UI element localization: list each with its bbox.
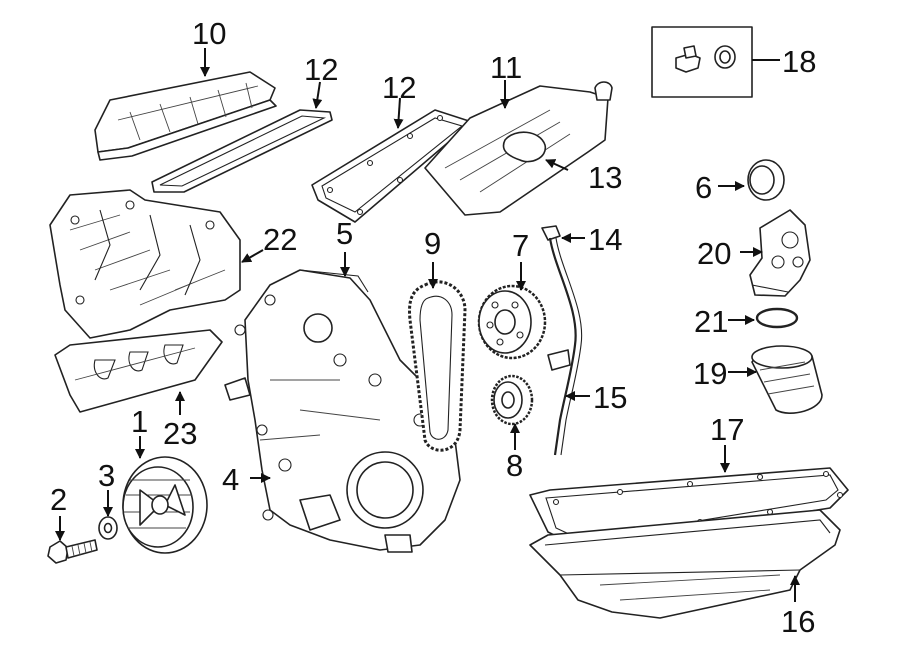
callout-14: 14	[588, 222, 622, 257]
callout-17: 17	[710, 412, 744, 447]
drain-plug-kit-part	[651, 26, 753, 98]
timing-cover-part	[224, 269, 461, 553]
pulley-washer-part	[98, 516, 118, 540]
callout-7: 7	[512, 228, 529, 263]
intake-manifold-part	[49, 189, 241, 339]
timing-chain-part	[408, 280, 467, 452]
callout-1: 1	[131, 404, 148, 439]
oil-pan-gasket-part	[529, 467, 849, 549]
callout-18: 18	[782, 44, 816, 79]
crank-sprocket-part	[490, 374, 534, 426]
callout-19: 19	[693, 356, 727, 391]
pulley-bolt-part	[47, 539, 98, 564]
callout-22: 22	[263, 222, 297, 257]
callout-6: 6	[695, 170, 712, 205]
callout-10: 10	[192, 16, 226, 51]
callout-8: 8	[506, 448, 523, 483]
oil-filter-part	[751, 345, 823, 414]
callout-5: 5	[336, 216, 353, 251]
valve-cover-gasket-left-part	[151, 109, 333, 193]
intake-manifold-gasket-part	[54, 329, 223, 413]
callout-12-left: 12	[304, 52, 338, 87]
callout-13: 13	[588, 160, 622, 195]
dipstick-part	[541, 225, 583, 456]
oil-pan-part	[529, 509, 841, 619]
callout-2: 2	[50, 482, 67, 517]
o-ring-part	[755, 307, 799, 329]
oil-filter-adapter-part	[749, 209, 811, 297]
callout-21: 21	[694, 304, 728, 339]
valve-cover-right-part	[424, 81, 613, 216]
callout-9: 9	[424, 226, 441, 261]
callout-15: 15	[593, 380, 627, 415]
crankshaft-pulley-part	[122, 456, 208, 554]
leader-lines	[55, 48, 800, 602]
oil-seal-part	[747, 159, 785, 201]
cam-sprocket-part	[477, 284, 547, 360]
callout-11: 11	[490, 50, 522, 85]
valve-cover-gasket-right-part	[311, 109, 473, 223]
valve-cover-part	[94, 71, 277, 161]
callout-4: 4	[222, 462, 239, 497]
callout-16: 16	[781, 604, 815, 639]
callout-20: 20	[697, 236, 731, 271]
callout-labels: 10 12 12 11 13 22 23 5 9 7 14 15 8 1 3 2…	[50, 16, 816, 639]
callout-23: 23	[163, 416, 197, 451]
callout-3: 3	[98, 458, 115, 493]
callout-12-right: 12	[382, 70, 416, 105]
